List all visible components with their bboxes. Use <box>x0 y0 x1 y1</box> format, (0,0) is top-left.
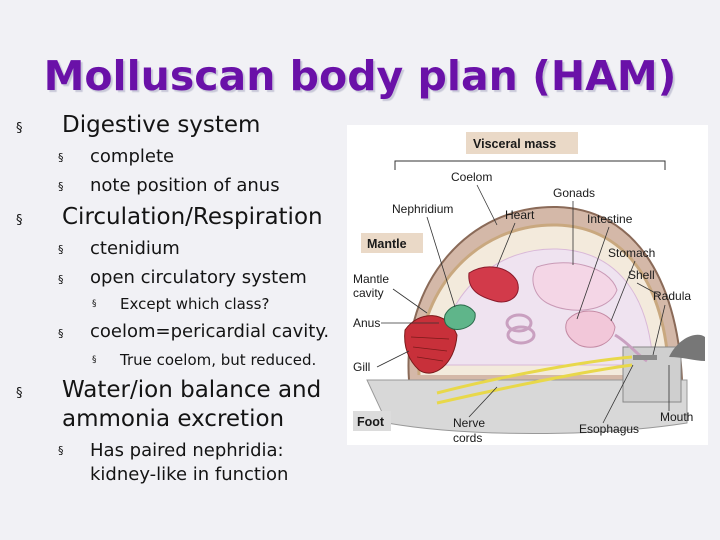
gill-shape <box>404 315 458 374</box>
leader-line <box>476 184 498 226</box>
foot-label-box <box>353 411 391 431</box>
gill-lines <box>410 336 450 362</box>
leader-line <box>376 350 410 368</box>
label-nerve-cords-2: cords <box>453 431 482 445</box>
label-nephridium: Nephridium <box>392 202 453 216</box>
bullet-open-system: open circulatory system <box>90 267 307 288</box>
label-gonads: Gonads <box>553 186 595 200</box>
bullet-marker: § <box>92 355 97 365</box>
leader-line <box>392 288 428 314</box>
label-coelom: Coelom <box>451 170 492 184</box>
leader-line <box>426 216 456 308</box>
bullet-marker: § <box>58 273 64 286</box>
stomach-shape <box>565 310 616 348</box>
bullet-nephridia-line2: kidney-like in function <box>90 464 289 485</box>
bullet-marker: § <box>58 243 64 256</box>
label-radula: Radula <box>653 289 691 303</box>
intestine-coil <box>506 325 536 345</box>
bullet-water-line2: ammonia excretion <box>62 406 285 432</box>
bullet-marker: § <box>16 121 23 136</box>
leader-line <box>576 226 610 320</box>
label-visceral-mass: Visceral mass <box>473 137 556 151</box>
bullet-marker: § <box>16 213 23 228</box>
bullet-marker: § <box>58 327 64 340</box>
label-nerve-cords-1: Nerve <box>453 416 485 430</box>
gonads-shape <box>532 262 618 311</box>
bullet-anus-position: note position of anus <box>90 175 280 196</box>
label-mantle-cavity-2: cavity <box>353 286 384 300</box>
leader-line <box>602 364 634 424</box>
label-anus: Anus <box>353 316 380 330</box>
bullet-marker: § <box>58 444 64 457</box>
bullet-coelom: coelom=pericardial cavity. <box>90 321 330 342</box>
label-foot: Foot <box>357 415 385 429</box>
label-mouth: Mouth <box>660 410 693 424</box>
label-esophagus: Esophagus <box>579 422 639 436</box>
leader-line <box>636 282 660 296</box>
nephridium-shape <box>444 304 476 330</box>
mouth-arrow <box>669 334 705 361</box>
nerve-cord <box>436 363 633 405</box>
label-shell: Shell <box>628 268 655 282</box>
mantle-label-box <box>361 233 423 253</box>
bullet-true-coelom: True coelom, but reduced. <box>120 351 317 369</box>
bullet-circulation: Circulation/Respiration <box>62 204 323 230</box>
label-gill: Gill <box>353 360 370 374</box>
bullet-marker: § <box>58 151 64 164</box>
leader-line <box>652 304 666 356</box>
heart-shape <box>468 266 519 303</box>
leader-line <box>496 222 516 268</box>
foot-shape <box>366 379 688 434</box>
visceral-mass-bracket <box>394 160 666 170</box>
mollusc-diagram: Visceral mass Mantle Foot Coelom Gonads … <box>347 125 708 445</box>
bullet-digestive: Digestive system <box>62 112 261 138</box>
bullet-marker: § <box>58 180 64 193</box>
label-mantle-cavity-1: Mantle <box>353 272 389 286</box>
visceral-mass-label-box <box>466 132 578 154</box>
label-intestine: Intestine <box>587 212 633 226</box>
leader-line <box>468 386 498 418</box>
bullet-complete: complete <box>90 146 175 167</box>
bullet-marker: § <box>16 386 23 401</box>
intestine-coil <box>505 313 533 333</box>
slide-title: Molluscan body plan (HAM) <box>43 52 677 100</box>
label-heart: Heart <box>505 208 535 222</box>
bullet-except-class: Except which class? <box>120 295 270 313</box>
mollusc-diagram-svg: Visceral mass Mantle Foot Coelom Gonads … <box>353 132 705 445</box>
radula-shape <box>633 355 657 360</box>
nerve-cord <box>436 355 633 395</box>
bullet-nephridia-line1: Has paired nephridia: <box>90 440 284 461</box>
label-mantle: Mantle <box>367 237 407 251</box>
label-stomach: Stomach <box>608 246 655 260</box>
leader-line <box>610 260 636 322</box>
bullet-ctenidium: ctenidium <box>90 238 180 259</box>
bullet-water-line1: Water/ion balance and <box>62 377 322 403</box>
bullet-marker: § <box>92 299 97 309</box>
